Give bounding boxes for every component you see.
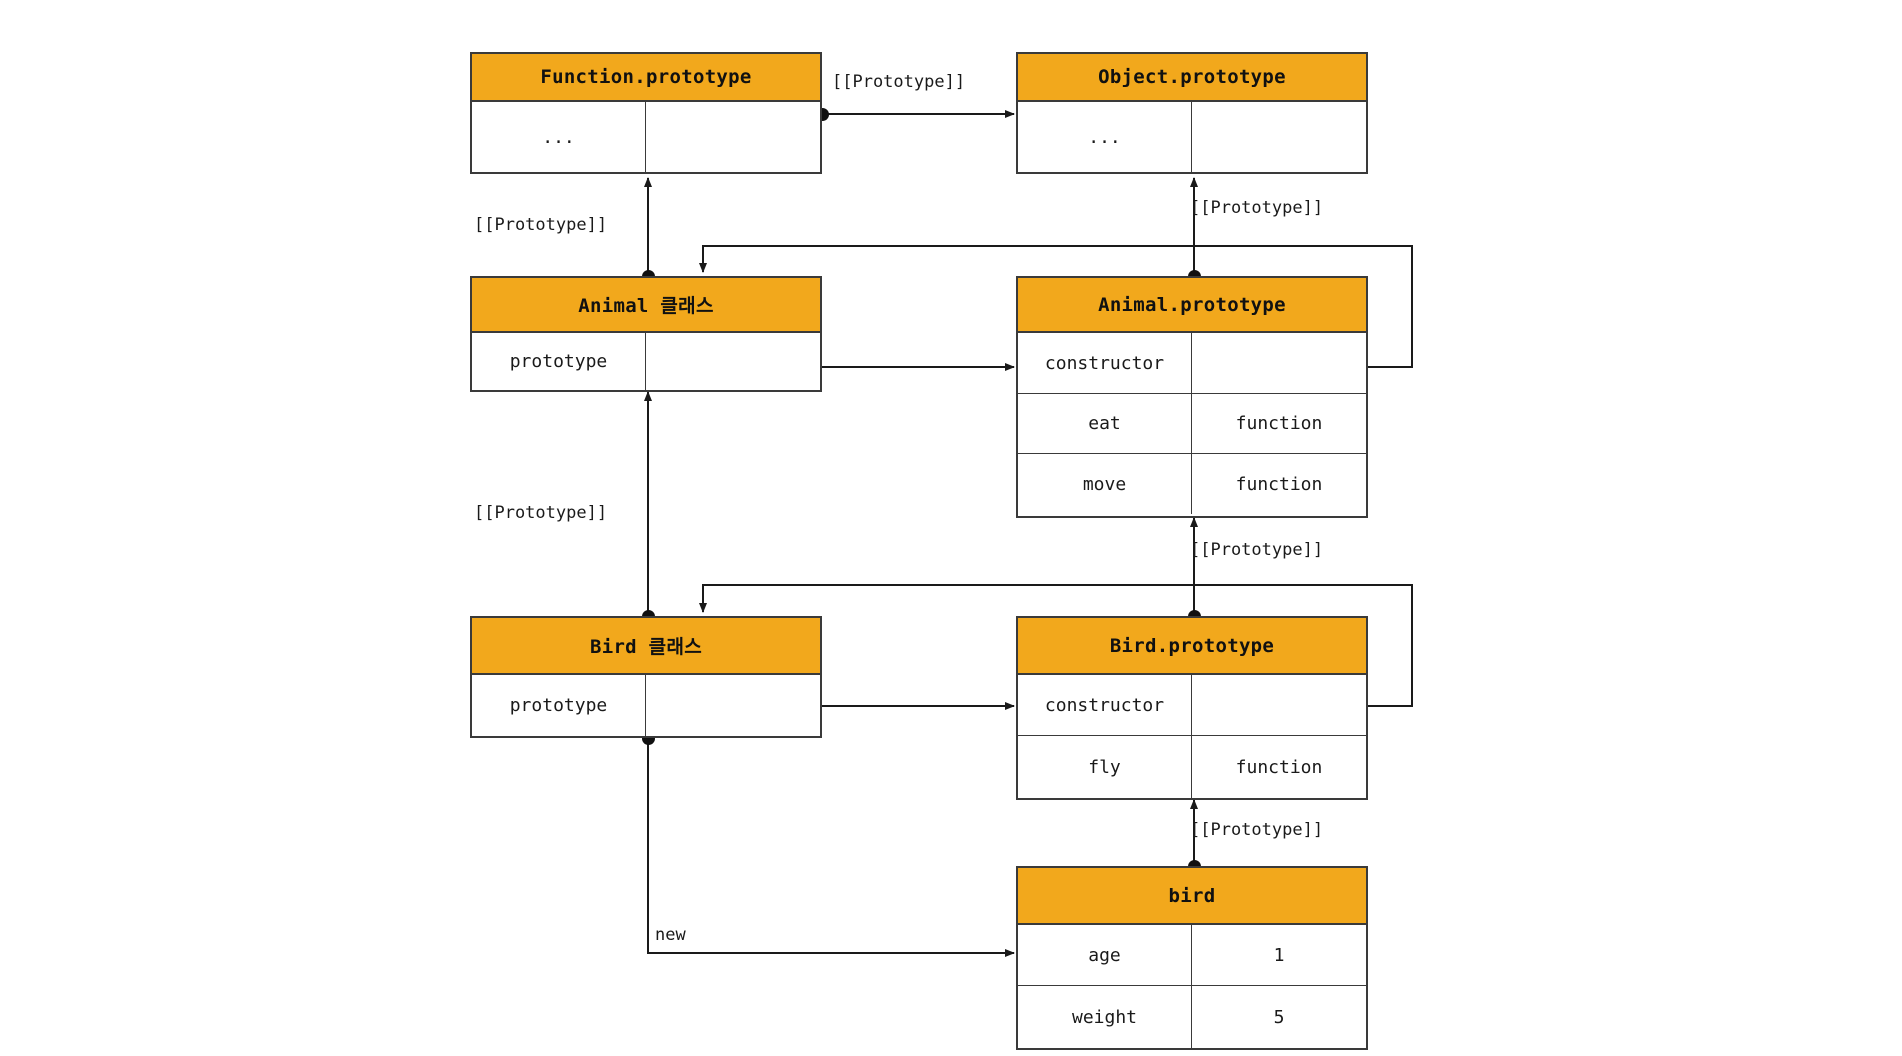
cell-key: ... bbox=[472, 102, 646, 172]
cell-value: 5 bbox=[1273, 1006, 1285, 1028]
cell-key: move bbox=[1018, 454, 1192, 514]
cell-key: age bbox=[1018, 925, 1192, 985]
cell-key: eat bbox=[1018, 394, 1192, 453]
box-object-prototype: Object.prototype ... bbox=[1016, 52, 1368, 174]
cell-value bbox=[646, 333, 820, 390]
box-title-animal-class: Animal 클래스 bbox=[472, 278, 820, 333]
edge-label-animal-class-to-function: [[Prototype]] bbox=[474, 215, 608, 235]
cell-key: weight bbox=[1018, 986, 1192, 1048]
cell-value bbox=[646, 102, 820, 172]
cell-value bbox=[646, 675, 820, 736]
cell-value: 1 bbox=[1273, 944, 1285, 966]
box-animal-class: Animal 클래스 prototype bbox=[470, 276, 822, 392]
box-title-bird-prototype: Bird.prototype bbox=[1018, 618, 1366, 675]
cell-value: function bbox=[1235, 473, 1323, 495]
box-title-bird-class: Bird 클래스 bbox=[472, 618, 820, 675]
box-bird-prototype: Bird.prototype constructor fly function bbox=[1016, 616, 1368, 800]
cell-key: ... bbox=[1018, 102, 1192, 172]
table-row: fly function bbox=[1018, 736, 1366, 798]
edge-label-new: new bbox=[655, 925, 686, 945]
table-row: move function bbox=[1018, 454, 1366, 514]
cell-value: function bbox=[1235, 413, 1323, 434]
edge-label-function-to-object: [[Prototype]] bbox=[832, 72, 966, 92]
cell-value bbox=[1192, 675, 1366, 735]
edge-label-bird-prototype-to-animal-prototype: [[Prototype]] bbox=[1190, 540, 1324, 560]
box-function-prototype: Function.prototype ... bbox=[470, 52, 822, 174]
box-title-bird-instance: bird bbox=[1018, 868, 1366, 925]
edge-label-bird-class-to-animal-class: [[Prototype]] bbox=[474, 503, 608, 523]
cell-value: function bbox=[1235, 756, 1323, 778]
table-row: prototype bbox=[472, 675, 820, 736]
table-row: age 1 bbox=[1018, 925, 1366, 986]
edge-label-bird-instance-to-bird-prototype: [[Prototype]] bbox=[1190, 820, 1324, 840]
table-row: constructor bbox=[1018, 333, 1366, 394]
cell-value bbox=[1192, 333, 1366, 393]
table-row: ... bbox=[1018, 102, 1366, 172]
cell-key: constructor bbox=[1018, 675, 1192, 735]
edge-label-animal-prototype-to-object: [[Prototype]] bbox=[1190, 198, 1324, 218]
box-animal-prototype: Animal.prototype constructor eat functio… bbox=[1016, 276, 1368, 518]
cell-value bbox=[1192, 102, 1366, 172]
cell-key: constructor bbox=[1018, 333, 1192, 393]
table-row: ... bbox=[472, 102, 820, 172]
cell-key: prototype bbox=[472, 675, 646, 736]
table-row: eat function bbox=[1018, 394, 1366, 454]
cell-key: fly bbox=[1018, 736, 1192, 798]
table-row: prototype bbox=[472, 333, 820, 390]
box-title-object-prototype: Object.prototype bbox=[1018, 54, 1366, 102]
box-title-animal-prototype: Animal.prototype bbox=[1018, 278, 1366, 333]
table-row: weight 5 bbox=[1018, 986, 1366, 1048]
box-bird-class: Bird 클래스 prototype bbox=[470, 616, 822, 738]
table-row: constructor bbox=[1018, 675, 1366, 736]
cell-key: prototype bbox=[472, 333, 646, 390]
box-title-function-prototype: Function.prototype bbox=[472, 54, 820, 102]
box-bird-instance: bird age 1 weight 5 bbox=[1016, 866, 1368, 1050]
